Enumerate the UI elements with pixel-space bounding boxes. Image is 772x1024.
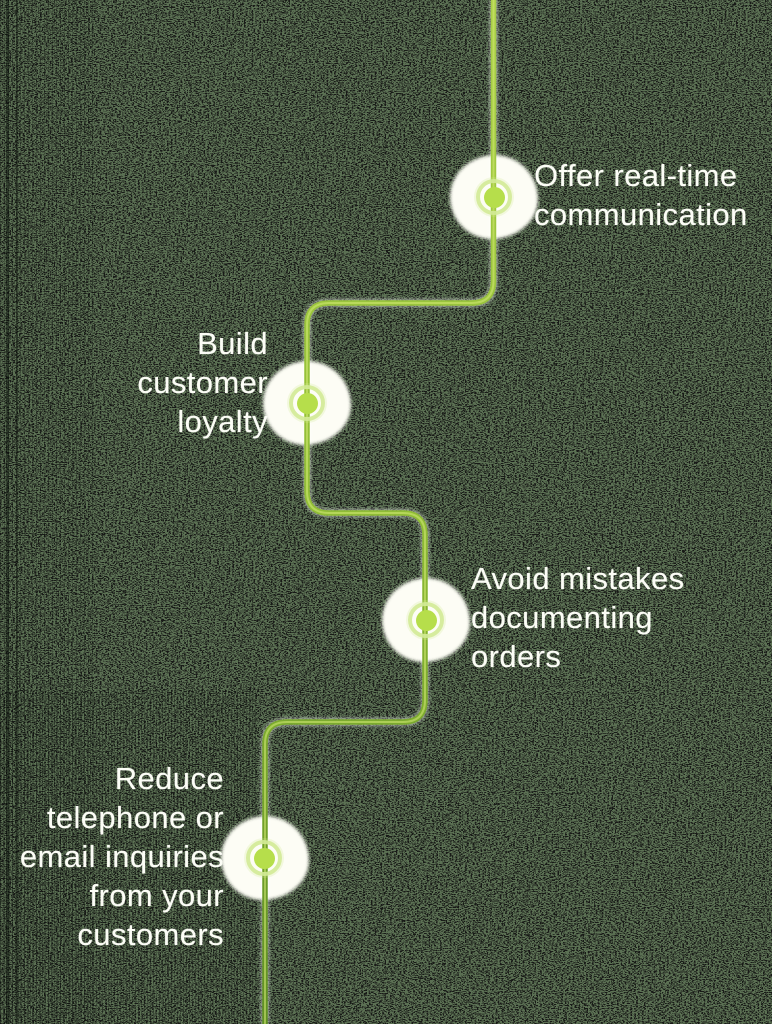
timeline-label-avoid-mistakes-documenting-orders: Avoid mistakes documenting orders <box>471 561 685 674</box>
node-dot-icon <box>483 186 505 208</box>
timeline-label-build-customer-loyalty: Build customer loyalty <box>137 326 268 439</box>
timeline-node-3 <box>408 602 444 638</box>
timeline-label-reduce-inquiries: Reduce telephone or email inquiries from… <box>19 761 224 952</box>
timeline-node-4 <box>246 840 282 876</box>
node-dot-icon <box>296 392 318 414</box>
node-dot-icon <box>253 847 275 869</box>
timeline-node-2 <box>289 385 325 421</box>
timeline-label-offer-real-time-communication: Offer real-time communication <box>534 158 748 232</box>
timeline-node-1 <box>476 179 512 215</box>
node-dot-icon <box>415 609 437 631</box>
